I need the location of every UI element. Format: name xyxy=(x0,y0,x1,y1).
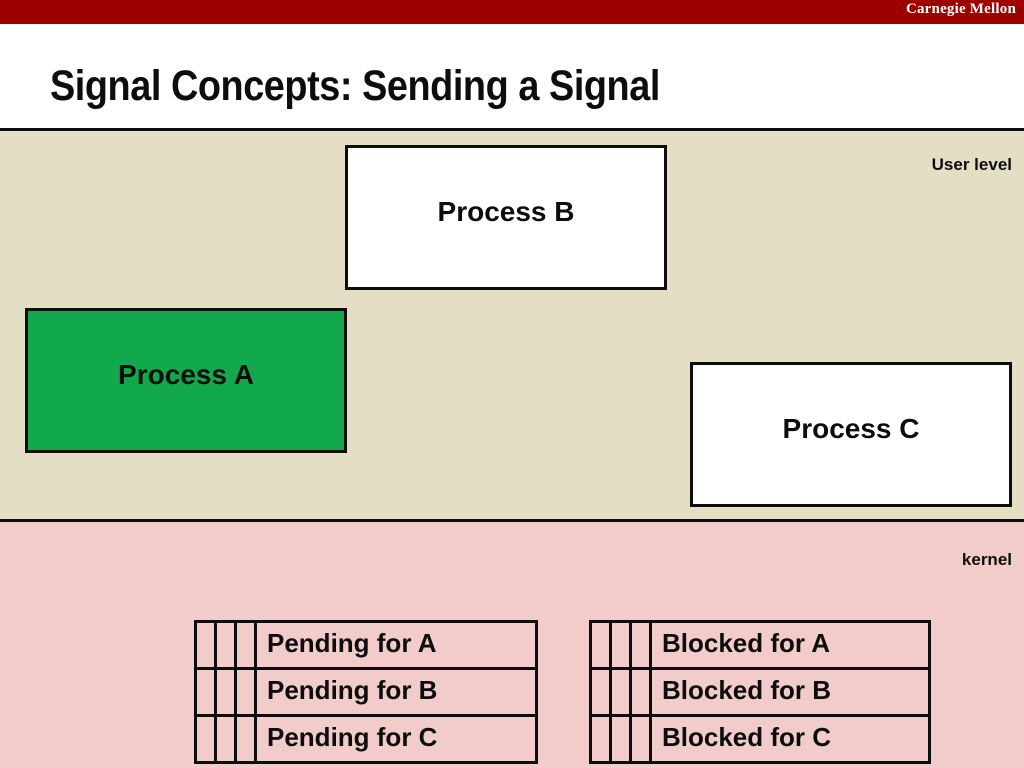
pending-a-slot-1[interactable] xyxy=(194,620,217,670)
blocked-c-label: Blocked for C xyxy=(649,714,931,764)
pending-b-slot-1[interactable] xyxy=(194,667,217,717)
blocked-a-slot-1[interactable] xyxy=(589,620,612,670)
pending-a-slot-2[interactable] xyxy=(214,620,237,670)
pending-a-slot-3[interactable] xyxy=(234,620,257,670)
blocked-c-slot-3[interactable] xyxy=(629,714,652,764)
process-a-box[interactable]: Process A xyxy=(25,308,347,453)
kernel-label: kernel xyxy=(961,550,1012,569)
pending-c-label: Pending for C xyxy=(254,714,538,764)
blocked-c-slot-1[interactable] xyxy=(589,714,612,764)
blocked-b-slot-1[interactable] xyxy=(589,667,612,717)
process-b-box[interactable]: Process B xyxy=(345,145,667,290)
pending-c-slot-2[interactable] xyxy=(214,714,237,764)
table-row: Blocked for C xyxy=(589,714,931,764)
blocked-b-slot-2[interactable] xyxy=(609,667,632,717)
pending-c-slot-1[interactable] xyxy=(194,714,217,764)
blocked-c-slot-2[interactable] xyxy=(609,714,632,764)
table-row: Pending for C xyxy=(194,714,538,764)
brand-label: Carnegie Mellon xyxy=(905,1,1016,17)
pending-b-label: Pending for B xyxy=(254,667,538,717)
user-level-label: User level xyxy=(931,155,1012,174)
process-a-label: Process A xyxy=(118,358,254,390)
table-row: Pending for A xyxy=(194,620,538,670)
pending-signals-table: Pending for A Pending for B Pending for … xyxy=(194,620,538,764)
process-b-label: Process B xyxy=(437,195,575,227)
process-c-label: Process C xyxy=(782,412,920,444)
blocked-a-label: Blocked for A xyxy=(649,620,931,670)
blocked-signals-table: Blocked for A Blocked for B Blocked for … xyxy=(589,620,931,764)
blocked-a-slot-2[interactable] xyxy=(609,620,632,670)
table-row: Pending for B xyxy=(194,667,538,717)
top-banner: Carnegie Mellon xyxy=(0,0,1024,24)
blocked-b-slot-3[interactable] xyxy=(629,667,652,717)
blocked-b-label: Blocked for B xyxy=(649,667,931,717)
table-row: Blocked for B xyxy=(589,667,931,717)
page-title: Signal Concepts: Sending a Signal xyxy=(50,62,660,110)
table-row: Blocked for A xyxy=(589,620,931,670)
pending-b-slot-2[interactable] xyxy=(214,667,237,717)
pending-b-slot-3[interactable] xyxy=(234,667,257,717)
process-c-box[interactable]: Process C xyxy=(690,362,1012,507)
pending-a-label: Pending for A xyxy=(254,620,538,670)
pending-c-slot-3[interactable] xyxy=(234,714,257,764)
blocked-a-slot-3[interactable] xyxy=(629,620,652,670)
